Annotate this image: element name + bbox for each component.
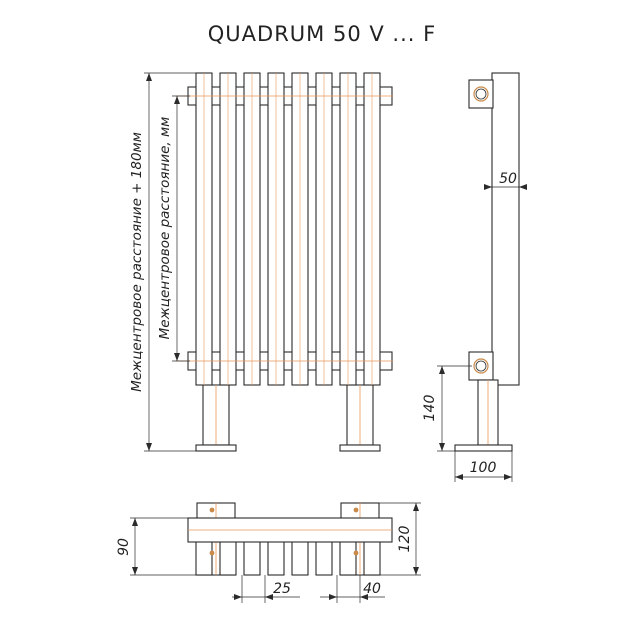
top-tube-3	[243, 539, 261, 576]
top-depth-arrow-bottom	[132, 567, 138, 575]
front-left-foot	[195, 444, 237, 452]
side-tube-body	[491, 72, 520, 386]
offset-label: 40	[363, 581, 381, 597]
side-top-connector-ring	[473, 86, 489, 102]
drawing-title: QUADRUM 50 V ... F	[208, 22, 436, 46]
side-top-connector-hole	[475, 88, 487, 100]
side-view: 50 140 100	[422, 72, 527, 482]
top-total-arrow-bottom	[413, 567, 419, 575]
side-bottom-connector-hole	[475, 360, 487, 372]
top-tube-6	[315, 539, 333, 576]
depth-arrow-left	[484, 184, 492, 190]
center-arrow-top	[174, 96, 180, 104]
foot-width-arrow-left	[455, 474, 463, 480]
top-total-arrow-top	[413, 503, 419, 511]
pitch-arrow-right	[265, 594, 273, 600]
outer-height-arrow-bottom	[146, 443, 152, 451]
top-tube-8	[363, 539, 381, 576]
side-foot	[454, 444, 513, 452]
top-total-label: 120	[397, 526, 413, 553]
pitch-label: 25	[273, 581, 291, 597]
side-bottom-connector-ring	[473, 358, 489, 374]
center-arrow-bottom	[174, 353, 180, 361]
top-tube-7	[339, 539, 357, 576]
foot-height-arrow-bottom	[439, 443, 445, 451]
side-bottom-connector-block	[468, 351, 494, 381]
top-tube-5	[291, 539, 309, 576]
foot-height-arrow-top	[439, 366, 445, 374]
foot-width-label: 100	[470, 460, 497, 476]
front-right-foot	[339, 444, 381, 452]
top-right-hole-lower	[353, 550, 359, 556]
outer-height-arrow-top	[146, 73, 152, 81]
front-tube-group	[195, 72, 381, 386]
foot-width-arrow-right	[504, 474, 512, 480]
center-distance-label: Межцентровое расстояние, мм	[157, 117, 173, 340]
top-right-hole-upper	[353, 507, 359, 513]
foot-height-label: 140	[422, 395, 438, 422]
pitch-arrow-left	[234, 594, 242, 600]
top-view: 90 120 25 40	[116, 502, 421, 603]
offset-arrow-right	[360, 594, 368, 600]
depth-arrow-right	[519, 184, 527, 190]
side-top-connector-block	[468, 79, 494, 109]
top-left-hole-lower	[209, 550, 215, 556]
top-tube-2	[219, 539, 237, 576]
depth-label: 50	[499, 171, 517, 187]
top-depth-label: 90	[116, 538, 132, 556]
front-view: Межцентровое расстояние + 180мм Межцентр…	[129, 72, 393, 452]
top-tube-group	[195, 539, 381, 576]
top-tube-1	[195, 539, 213, 576]
top-tube-4	[267, 539, 285, 576]
offset-arrow-left	[329, 594, 337, 600]
outer-height-label: Межцентровое расстояние + 180мм	[129, 132, 145, 392]
top-left-hole-upper	[209, 507, 215, 513]
top-depth-arrow-top	[132, 518, 138, 526]
